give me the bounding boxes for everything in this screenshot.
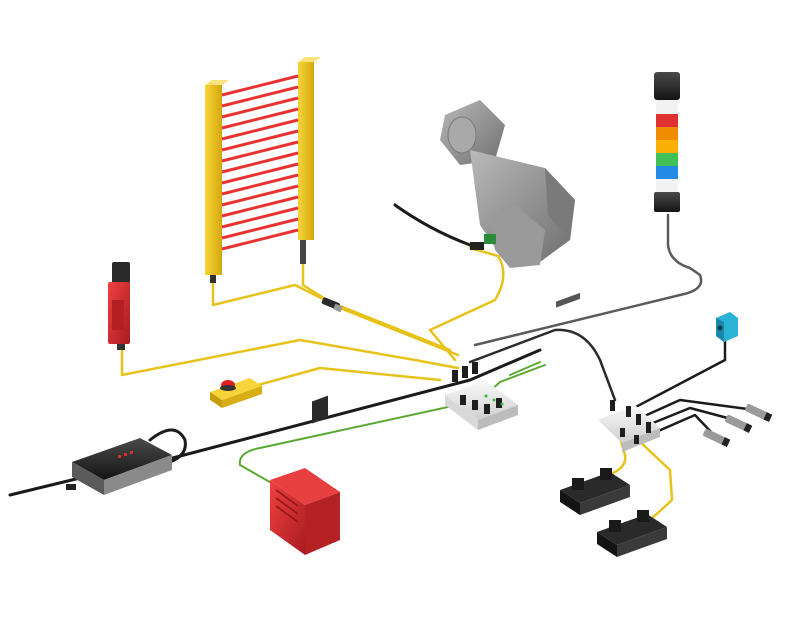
signal-tower-segment-red <box>656 114 678 127</box>
servo-motor[interactable] <box>440 100 575 268</box>
cable-sensor-2 <box>638 398 757 420</box>
signal-tower-segment-white-bottom <box>656 179 678 192</box>
valve-1-solenoid-right <box>600 468 612 480</box>
cable-estop <box>256 366 442 387</box>
cable-sensor-4 <box>654 413 714 435</box>
inductive-sensor-3 <box>703 428 731 447</box>
motor-terminal-box <box>490 205 545 268</box>
signal-tower-segment-blue <box>656 166 678 179</box>
light-curtain-connector-left <box>210 275 216 283</box>
power-unit-top <box>72 438 172 480</box>
distribution-box-main[interactable] <box>445 362 518 430</box>
power-unit-side <box>104 455 172 495</box>
cable-ethernet-hub <box>509 361 541 376</box>
valve-1-block-side <box>580 485 630 515</box>
cable-curtain-right <box>301 260 452 352</box>
main-box-led-icons <box>484 394 504 406</box>
light-curtain-post-right <box>298 62 314 240</box>
signal-tower-cap <box>654 72 680 100</box>
light-curtain-post-left <box>205 85 222 275</box>
cable-sensor-1 <box>628 338 727 412</box>
main-box-ports <box>452 362 502 414</box>
right-box-side <box>622 428 660 452</box>
main-box-side <box>478 405 518 430</box>
valve-2-solenoid-right <box>637 510 649 522</box>
cable-trunk-black <box>8 476 82 497</box>
cable-motor-yellow <box>428 246 505 362</box>
power-unit-connector <box>66 484 76 490</box>
light-curtain-post-right-side <box>298 57 321 62</box>
controller-top <box>270 468 340 505</box>
inductive-sensors[interactable] <box>702 403 773 447</box>
estop-box-top <box>210 378 262 400</box>
inductive-sensor-2 <box>725 414 753 433</box>
valve-1-solenoid-left <box>572 478 584 490</box>
cable-splitter <box>321 297 343 313</box>
controller-vents <box>275 489 299 523</box>
controller-front <box>270 480 305 555</box>
power-supply[interactable] <box>66 438 172 495</box>
door-switch-connector <box>117 344 125 350</box>
safety-door-switch[interactable] <box>108 262 130 350</box>
cable-sensor-3 <box>646 406 737 427</box>
estop-box-side <box>222 386 262 408</box>
signal-tower-segment-green <box>656 153 678 166</box>
signal-tower[interactable] <box>654 72 680 212</box>
motor-shaft-face <box>447 116 477 154</box>
valve-1-block <box>560 472 630 503</box>
right-box-top <box>598 405 660 443</box>
door-switch-actuator <box>112 262 130 284</box>
valve-2[interactable] <box>597 510 667 557</box>
motor-connector <box>484 234 496 244</box>
light-curtain[interactable] <box>205 57 321 283</box>
main-box-top <box>445 380 518 420</box>
valve-2-block-front <box>597 532 617 557</box>
sensor-lens-icon <box>717 325 723 331</box>
light-curtain-beams <box>221 74 299 251</box>
safety-controller[interactable] <box>270 395 340 555</box>
distribution-box-right[interactable] <box>598 400 660 452</box>
valve-2-block-side <box>617 527 667 557</box>
power-unit-front <box>72 462 104 495</box>
valve-2-solenoid-left <box>609 520 621 532</box>
signal-tower-segment-white-top <box>656 100 678 114</box>
cable-valve-2 <box>636 438 674 522</box>
proximity-sensor[interactable] <box>716 312 738 342</box>
controller-display <box>312 395 328 424</box>
estop-box-front <box>210 392 222 408</box>
cable-power-left-loop <box>148 428 187 464</box>
cable-motor-black <box>393 203 472 247</box>
cable-curtain-left <box>211 278 460 357</box>
cables <box>8 203 757 522</box>
motor-connector-2 <box>470 242 484 250</box>
power-unit-detail-icons <box>118 451 133 458</box>
cable-power-to-hub <box>163 348 542 462</box>
valve-1-base <box>556 292 580 308</box>
motor-housing-side <box>545 168 575 240</box>
valve-2-block <box>597 514 667 545</box>
signal-tower-segment-yellow <box>656 140 678 153</box>
signal-tower-base <box>654 192 680 212</box>
signal-tower-segment-orange <box>656 127 678 140</box>
right-box-ports <box>610 400 651 444</box>
valve-1-block-front <box>560 490 580 515</box>
cable-ethernet-controller <box>238 364 546 486</box>
cable-hub-to-right-box <box>468 328 617 402</box>
emergency-stop[interactable] <box>210 378 262 408</box>
valve-1[interactable] <box>556 292 630 515</box>
cable-door-switch <box>120 338 460 377</box>
inductive-sensor-1 <box>745 403 773 422</box>
cable-tower-gray <box>473 213 703 347</box>
main-box-front <box>445 395 478 430</box>
door-switch-face <box>112 300 124 330</box>
light-curtain-post-left-side <box>205 80 229 85</box>
controller-side <box>305 492 340 555</box>
estop-button-collar <box>220 385 236 391</box>
light-curtain-connector-right <box>300 240 306 264</box>
